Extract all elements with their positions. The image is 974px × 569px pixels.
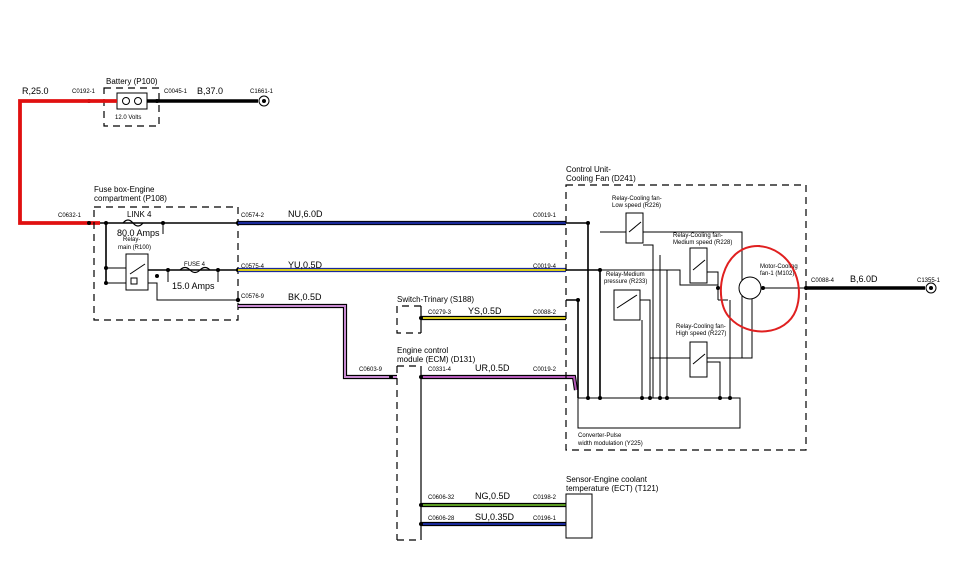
- converter-label-2: width modulation (Y225): [577, 441, 643, 447]
- converter-pwm-box: [577, 397, 741, 429]
- fuse4-label: FUSE 4: [184, 262, 206, 268]
- relay-mp-label-1: Relay-Medium: [606, 272, 645, 278]
- battery-boundary: [103, 87, 160, 127]
- relay-medium-label-2: Medium speed (R228): [673, 240, 732, 246]
- connector-c0603: C0603-9: [359, 367, 383, 373]
- connector-c0088-4: C0088-4: [811, 278, 835, 284]
- relay-main-label-1: Relay-: [123, 237, 140, 243]
- relay-medium-pressure-symbol: [613, 289, 641, 321]
- connector-c0576: C0576-9: [241, 294, 265, 300]
- wire-ur05: [421, 376, 577, 391]
- motor-label-2: fan-1 (M102): [760, 271, 794, 277]
- battery-section: Battery (P100) 12.0 Volts C0192-1 C0045-…: [72, 77, 274, 127]
- link4-symbol: [122, 219, 144, 227]
- wire-label-b37: B,37.0: [197, 86, 223, 96]
- battery-symbol: [116, 92, 148, 110]
- connector-c0088-2: C0088-2: [533, 310, 557, 316]
- sensor-ect-box: [565, 493, 593, 539]
- fusebox-section: Fuse box-Engine compartment (P108) LINK …: [93, 185, 265, 321]
- wire-label-su035: SU,0.35D: [475, 512, 515, 522]
- battery-terminal-negative: [122, 97, 130, 105]
- annotation-circle-motor: [719, 244, 800, 333]
- wire-label-b6: B,6.0D: [850, 274, 878, 284]
- relay-low-label-2: Low speed (R226): [612, 203, 661, 209]
- sensor-title-1: Sensor-Engine coolant: [566, 475, 648, 484]
- motor-cooling-fan-icon: [738, 276, 762, 300]
- wire-label-r25: R,25.0: [22, 86, 49, 96]
- relay-main-symbol: [125, 253, 149, 291]
- switch-title: Switch-Trinary (S188): [397, 295, 474, 304]
- fuse4-rating: 15.0 Amps: [172, 281, 215, 291]
- link4-label: LINK 4: [127, 210, 152, 219]
- ecm-title-1: Engine control: [397, 346, 448, 355]
- sensor-title-2: temperature (ECT) (T121): [566, 484, 659, 493]
- connector-c1661: C1661-1: [250, 89, 274, 95]
- battery-terminal-positive: [134, 97, 142, 105]
- wire-label-nu6: NU,6.0D: [288, 209, 323, 219]
- battery-title: Battery (P100): [106, 77, 158, 86]
- wire-label-bk05: BK,0.5D: [288, 292, 322, 302]
- connector-c0632: C0632-1: [58, 213, 82, 219]
- sensor-ect-section: Sensor-Engine coolant temperature (ECT) …: [565, 475, 659, 539]
- connector-c0196: C0196-1: [533, 516, 557, 522]
- fusebox-title-2: compartment (P108): [94, 194, 167, 203]
- motor-label-1: Motor-Cooling: [760, 264, 798, 270]
- ecm-title-2: module (ECM) (D131): [397, 355, 476, 364]
- relay-low-label-1: Relay-Cooling fan-: [612, 196, 662, 202]
- control-unit-title-2: Cooling Fan (D241): [566, 174, 636, 183]
- wire-label-ng05: NG,0.5D: [475, 491, 511, 501]
- ground-c1661-icon: [258, 95, 270, 107]
- ground-c1355-icon: [925, 282, 937, 294]
- connector-c0192: C0192-1: [72, 89, 96, 95]
- connector-c1355: C1355-1: [917, 278, 941, 284]
- connector-c0606-28: C0606-28: [428, 516, 455, 522]
- fusebox-title-1: Fuse box-Engine: [94, 185, 155, 194]
- relay-main-label-2: main (R100): [118, 245, 151, 251]
- connector-c0019-4: C0019-4: [533, 264, 557, 270]
- fusebox-boundary: [93, 206, 239, 321]
- connector-c0606-32: C0606-32: [428, 495, 455, 501]
- relay-mp-label-2: pressure (R233): [604, 279, 647, 285]
- control-unit-section: Control Unit- Cooling Fan (D241) Relay-C…: [565, 165, 812, 451]
- wire-nu6-group: NU,6.0D C0019-1: [238, 209, 566, 226]
- control-unit-title-1: Control Unit-: [566, 165, 611, 174]
- connector-c0279: C0279-3: [428, 310, 452, 316]
- wire-r25: [18, 99, 117, 225]
- switch-trinary-section: Switch-Trinary (S188) C0279-3 YS,0.5D C0…: [396, 295, 566, 334]
- relay-high-label-2: High speed (R227): [676, 331, 726, 337]
- battery-voltage: 12.0 Volts: [115, 115, 141, 121]
- relay-medium-label-1: Relay-Cooling fan-: [673, 233, 723, 239]
- ecm-section: Engine control module (ECM) (D131) C0331…: [396, 346, 579, 541]
- wire-yu05-group: YU,0.5D C0019-4: [238, 260, 566, 273]
- connector-c0331: C0331-4: [428, 367, 452, 373]
- connector-c0198: C0198-2: [533, 495, 557, 501]
- wire-bk05: [238, 305, 397, 378]
- fuse4-symbol: [179, 266, 201, 274]
- link4-rating: 80.0 Amps: [117, 228, 160, 238]
- connector-c0574: C0574-2: [241, 213, 265, 219]
- connector-c0019-2: C0019-2: [533, 367, 557, 373]
- connector-c0019-1: C0019-1: [533, 213, 557, 219]
- converter-label-1: Converter-Pulse: [578, 433, 622, 439]
- wire-r25-group: R,25.0 C0632-1: [18, 86, 117, 225]
- connector-c0575: C0575-4: [241, 264, 265, 270]
- wire-label-yu05: YU,0.5D: [288, 260, 323, 270]
- switch-boundary: [396, 305, 421, 334]
- connector-c0045: C0045-1: [164, 89, 188, 95]
- wire-b6-group: C0088-4 B,6.0D C1355-1: [804, 274, 941, 294]
- wire-label-ys05: YS,0.5D: [468, 306, 502, 316]
- relay-high-label-1: Relay-Cooling fan-: [676, 324, 726, 330]
- control-unit-boundary: [565, 184, 807, 451]
- wire-label-ur05: UR,0.5D: [475, 363, 510, 373]
- wire-bk05-group: BK,0.5D C0603-9: [238, 292, 397, 380]
